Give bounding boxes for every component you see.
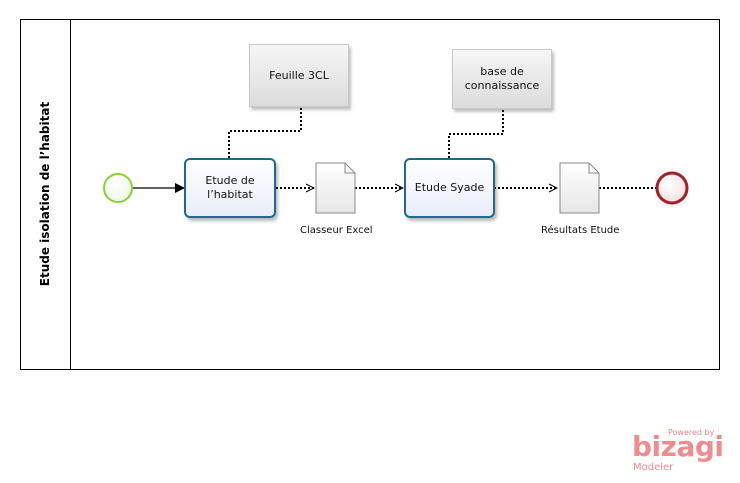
lane-header: Etude isolation de l’habitat — [20, 19, 71, 370]
task-label-line1: Etude de — [205, 174, 255, 187]
logo-powered-by: Powered by — [668, 428, 715, 437]
annotation-feuille-3cl[interactable]: Feuille 3CL — [249, 44, 349, 107]
task-label: Etude Syade — [414, 181, 485, 194]
annotation-label-line1: base de — [480, 65, 524, 78]
pool — [20, 19, 720, 370]
annotation-base-connaissance[interactable]: base de connaissance — [452, 49, 552, 109]
annotation-association[interactable] — [228, 108, 302, 158]
data-object-classeur-excel[interactable] — [315, 162, 356, 214]
end-event[interactable] — [655, 171, 689, 205]
task-etude-habitat[interactable]: Etude de l’habitat — [184, 158, 276, 218]
logo-product: Modeler — [633, 462, 674, 473]
task-etude-syade[interactable]: Etude Syade — [404, 158, 495, 218]
task-label-line2: l’habitat — [207, 188, 253, 201]
annotation-association[interactable] — [448, 110, 504, 158]
data-object-resultats-etude[interactable] — [559, 162, 600, 214]
annotation-label-line2: connaissance — [464, 79, 540, 92]
artifact-label-resultats-etude: Résultats Etude — [541, 225, 620, 236]
annotation-label: Feuille 3CL — [269, 68, 329, 82]
start-event[interactable] — [103, 173, 133, 203]
artifact-label-classeur-excel: Classeur Excel — [300, 225, 373, 236]
bizagi-logo: bizagi — [632, 430, 724, 463]
